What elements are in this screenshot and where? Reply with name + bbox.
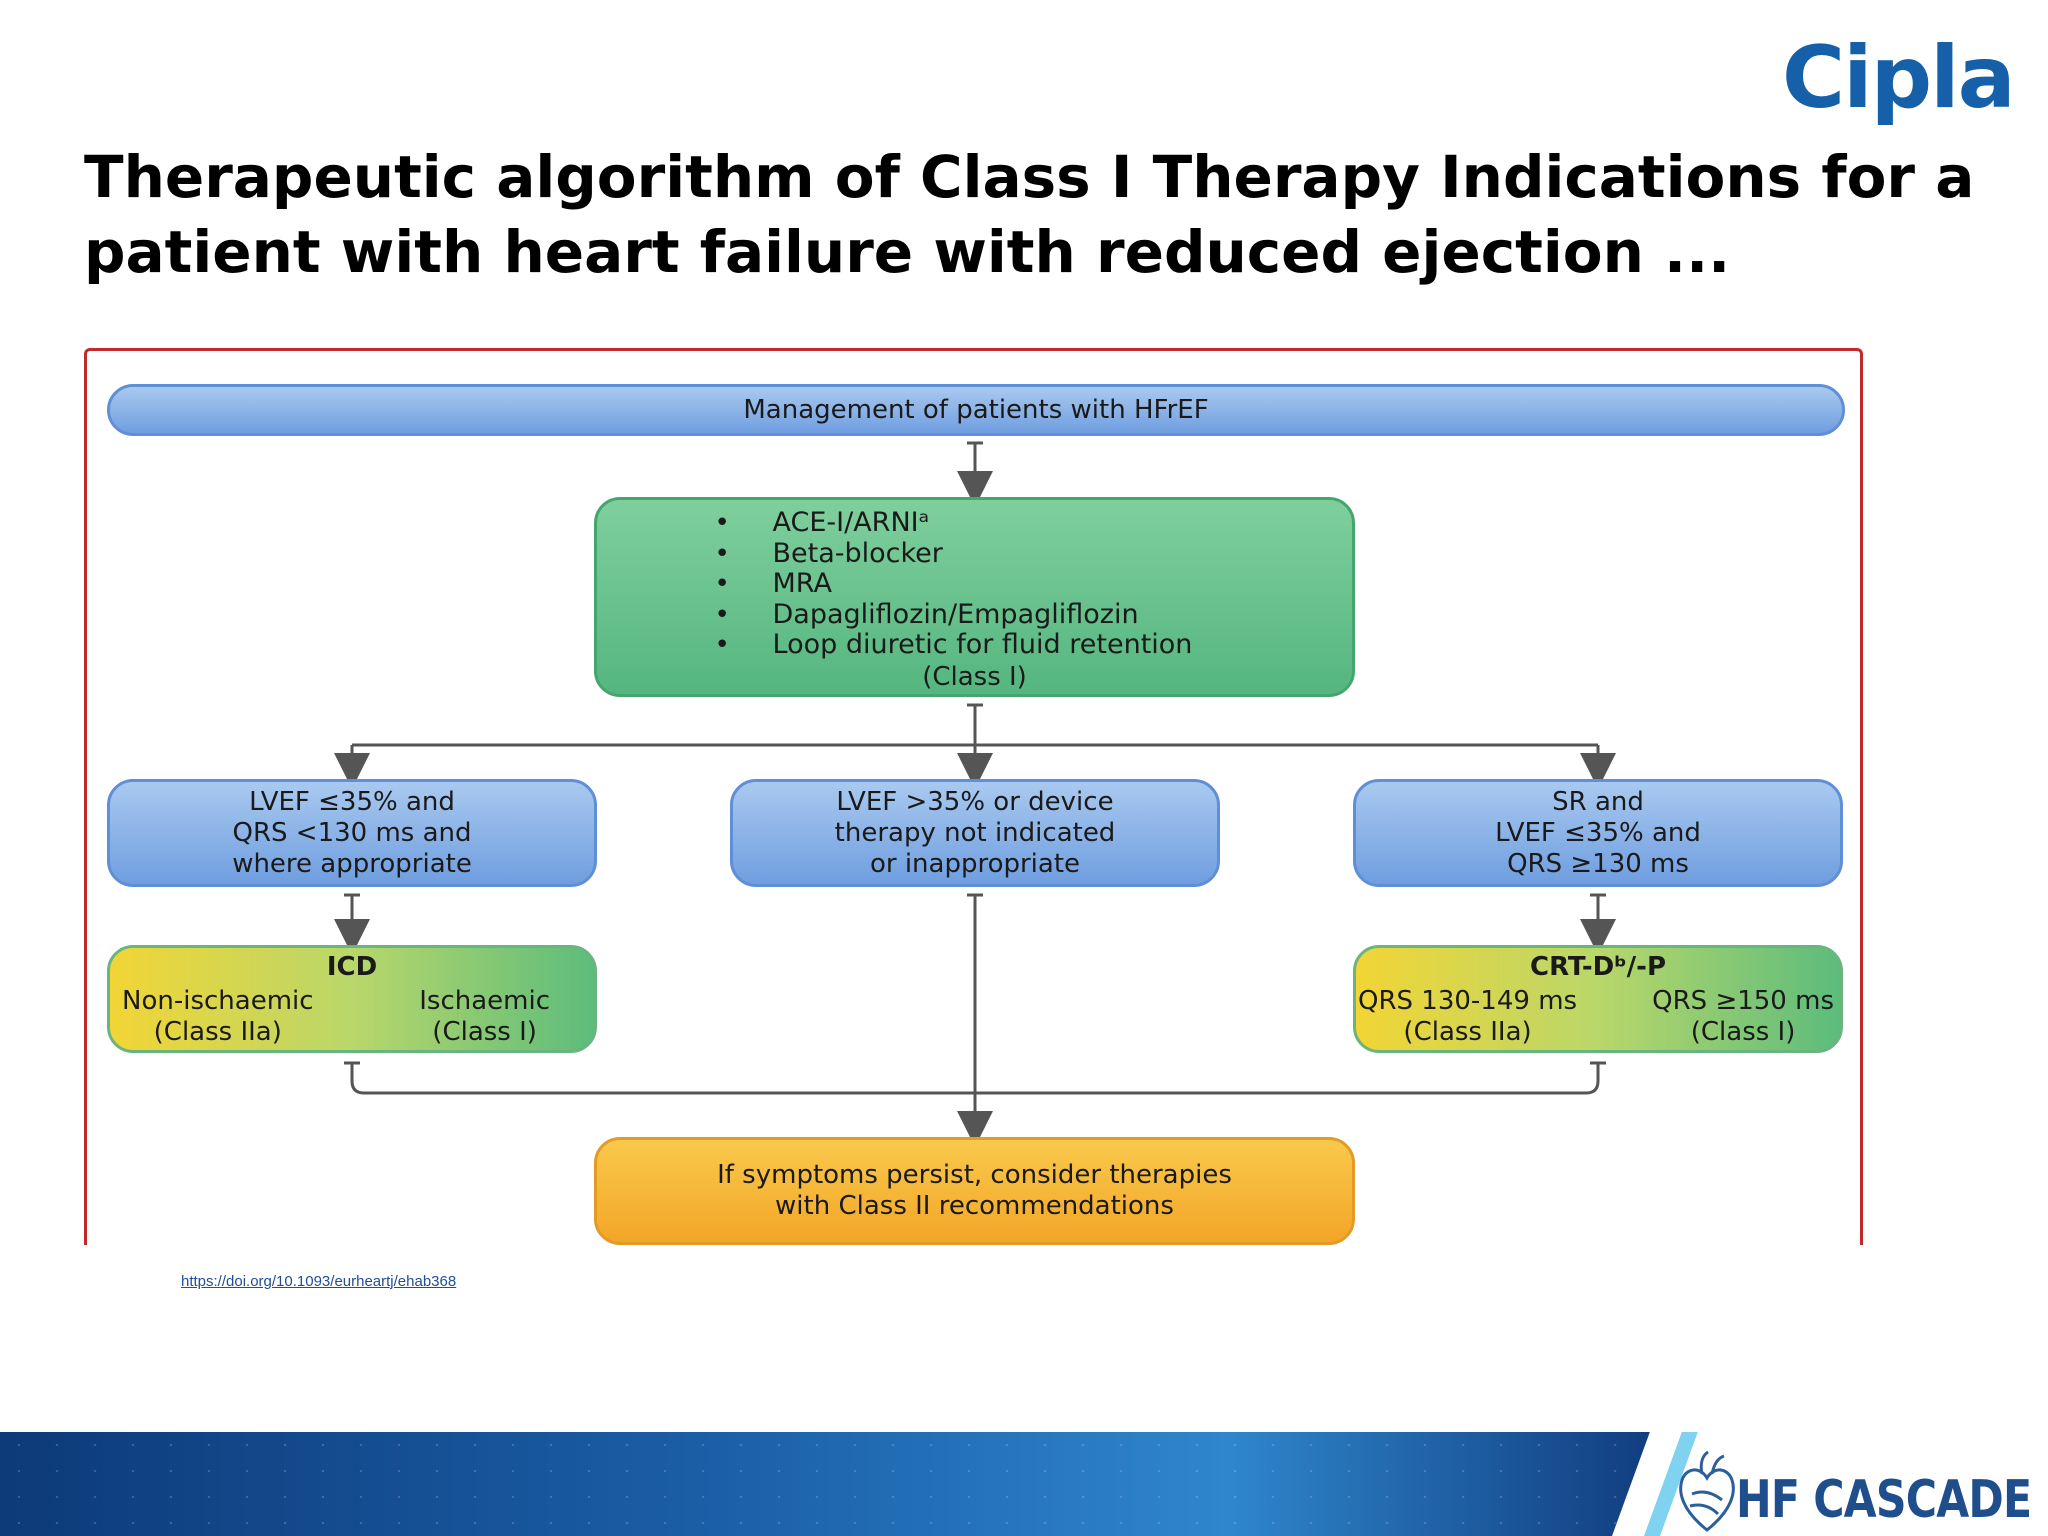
reference-link[interactable]: https://doi.org/10.1093/eurheartj/ehab36… — [181, 1273, 457, 1290]
algorithm-figure: Management of patients with HFrEF ACE-I/… — [84, 348, 1863, 1245]
drug-class-label: (Class I) — [922, 661, 1027, 692]
criteria-right-line: LVEF ≤35% and — [1495, 817, 1701, 848]
icd-box: ICD Non-ischaemic (Class IIa) Ischaemic … — [107, 945, 597, 1053]
title-line-2: patient with heart failure with reduced … — [84, 218, 1731, 286]
icd-header: ICD — [326, 952, 378, 982]
footer-banner — [0, 1432, 2048, 1536]
management-box: Management of patients with HFrEF — [107, 384, 1845, 436]
crt-header: CRT-Dᵇ/-P — [1529, 952, 1667, 982]
drug-item: ACE-I/ARNIᵃ — [715, 507, 1275, 539]
criteria-middle-line: therapy not indicated — [834, 817, 1116, 848]
management-label: Management of patients with HFrEF — [743, 395, 1209, 425]
criteria-middle-line: LVEF >35% or device — [836, 786, 1114, 817]
crt-col-qrs-130-149: QRS 130-149 ms (Class IIa) — [1358, 986, 1577, 1048]
crt-col1-line: QRS 130-149 ms — [1358, 986, 1578, 1016]
hf-cascade-brand: HF CASCADE — [1736, 1470, 2032, 1530]
end-line: with Class II recommendations — [775, 1191, 1174, 1221]
criteria-middle-line: or inappropriate — [869, 848, 1081, 879]
criteria-right-line: QRS ≥130 ms — [1507, 848, 1689, 879]
criteria-left-line: QRS <130 ms and — [232, 817, 472, 848]
heart-icon — [1679, 1450, 1735, 1532]
drug-item: Loop diuretic for fluid retention — [715, 629, 1275, 661]
drug-item: Beta-blocker — [715, 538, 1275, 570]
criteria-box-right: SR and LVEF ≤35% and QRS ≥130 ms — [1353, 779, 1843, 887]
end-line: If symptoms persist, consider therapies — [717, 1160, 1232, 1190]
icd-col1-line: Non-ischaemic — [122, 986, 314, 1016]
drug-item: MRA — [715, 568, 1275, 600]
cipla-logo: Cipla — [1782, 28, 2016, 128]
criteria-box-left: LVEF ≤35% and QRS <130 ms and where appr… — [107, 779, 597, 887]
crt-col2-line: (Class I) — [1690, 1017, 1796, 1047]
icd-columns: Non-ischaemic (Class IIa) Ischaemic (Cla… — [110, 986, 594, 1048]
icd-col2-line: (Class I) — [432, 1017, 537, 1047]
icd-col2-line: Ischaemic — [419, 986, 550, 1016]
crt-columns: QRS 130-149 ms (Class IIa) QRS ≥150 ms (… — [1356, 986, 1840, 1048]
crt-col-qrs-150: QRS ≥150 ms (Class I) — [1652, 986, 1834, 1048]
first-line-therapy-box: ACE-I/ARNIᵃ Beta-blocker MRA Dapaglifloz… — [594, 497, 1355, 697]
drug-item: Dapagliflozin/Empagliflozin — [715, 599, 1275, 631]
criteria-left-line: LVEF ≤35% and — [249, 786, 455, 817]
persisting-symptoms-box: If symptoms persist, consider therapies … — [594, 1137, 1355, 1245]
crt-col1-line: (Class IIa) — [1403, 1017, 1532, 1047]
criteria-left-line: where appropriate — [232, 848, 472, 879]
slide-title: Therapeutic algorithm of Class I Therapy… — [84, 140, 1975, 290]
icd-col1-line: (Class IIa) — [153, 1017, 282, 1047]
title-line-1: Therapeutic algorithm of Class I Therapy… — [84, 143, 1975, 211]
icd-col-ischaemic: Ischaemic (Class I) — [419, 986, 550, 1048]
crt-col2-line: QRS ≥150 ms — [1652, 986, 1834, 1016]
crt-box: CRT-Dᵇ/-P QRS 130-149 ms (Class IIa) QRS… — [1353, 945, 1843, 1053]
criteria-box-middle: LVEF >35% or device therapy not indicate… — [730, 779, 1220, 887]
icd-col-non-ischaemic: Non-ischaemic (Class IIa) — [122, 986, 314, 1048]
criteria-right-line: SR and — [1552, 786, 1644, 817]
connector-lines — [334, 441, 1616, 1147]
drug-list: ACE-I/ARNIᵃ Beta-blocker MRA Dapaglifloz… — [715, 507, 1275, 661]
